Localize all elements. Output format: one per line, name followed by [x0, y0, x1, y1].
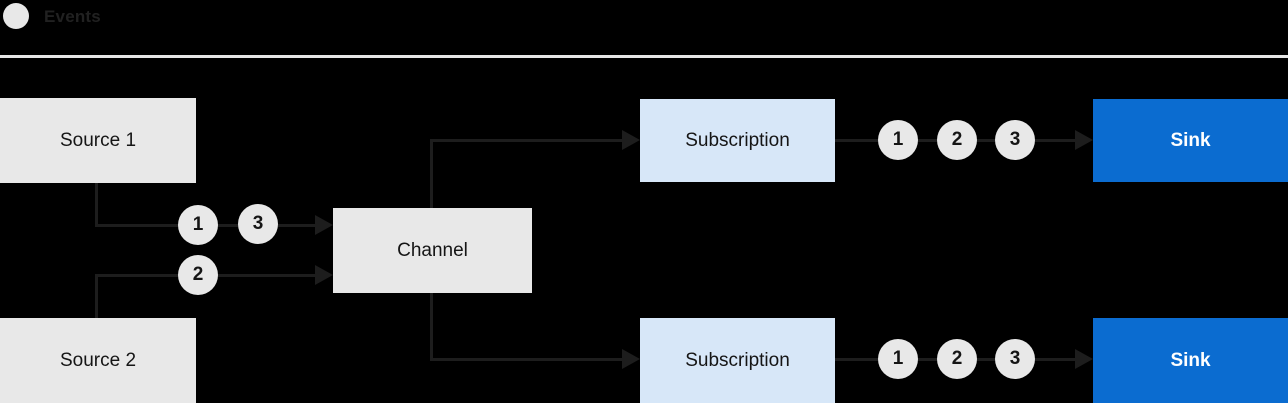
node-source-2-label: Source 2	[59, 349, 137, 371]
node-subscription-top-label: Subscription	[685, 129, 790, 151]
event-badge: 3	[238, 204, 278, 244]
event-badge: 2	[178, 255, 218, 295]
node-sink-bottom-label: Sink	[1170, 349, 1211, 371]
arrowhead-channel-to-subscription-top-icon	[622, 130, 640, 150]
node-sink-bottom: Sink	[1093, 318, 1288, 403]
connector-source2-vertical	[95, 274, 98, 318]
node-channel: Channel	[333, 208, 532, 293]
event-badge: 2	[937, 120, 977, 160]
node-sink-top: Sink	[1093, 99, 1288, 182]
node-subscription-bottom-label: Subscription	[685, 349, 790, 371]
connector-channel-top-horizontal	[430, 139, 623, 142]
events-legend-label: Events	[44, 7, 101, 26]
event-badge: 1	[178, 205, 218, 245]
event-badge: 1	[878, 339, 918, 379]
node-source-1-label: Source 1	[59, 129, 137, 151]
connector-channel-bottom-vertical	[430, 293, 433, 361]
node-subscription-bottom: Subscription	[640, 318, 835, 403]
event-badge: 1	[878, 120, 918, 160]
node-channel-label: Channel	[397, 239, 468, 261]
arrowhead-channel-to-subscription-bottom-icon	[622, 349, 640, 369]
arrowhead-subscription-bottom-to-sink-icon	[1075, 349, 1093, 369]
arrowhead-subscription-top-to-sink-icon	[1075, 130, 1093, 150]
event-badge: 2	[937, 339, 977, 379]
node-source-2: Source 2	[0, 318, 196, 403]
node-source-1: Source 1	[0, 98, 196, 183]
connector-channel-bottom-horizontal	[430, 358, 623, 361]
arrowhead-source1-to-channel-icon	[315, 215, 333, 235]
connector-source1-vertical	[95, 183, 98, 227]
event-badge: 3	[995, 120, 1035, 160]
arrowhead-source2-to-channel-icon	[315, 265, 333, 285]
node-subscription-top: Subscription	[640, 99, 835, 182]
legend-divider	[0, 55, 1288, 58]
events-legend-circle-icon	[3, 3, 29, 29]
event-badge: 3	[995, 339, 1035, 379]
node-sink-top-label: Sink	[1170, 129, 1211, 151]
connector-channel-top-vertical	[430, 139, 433, 208]
